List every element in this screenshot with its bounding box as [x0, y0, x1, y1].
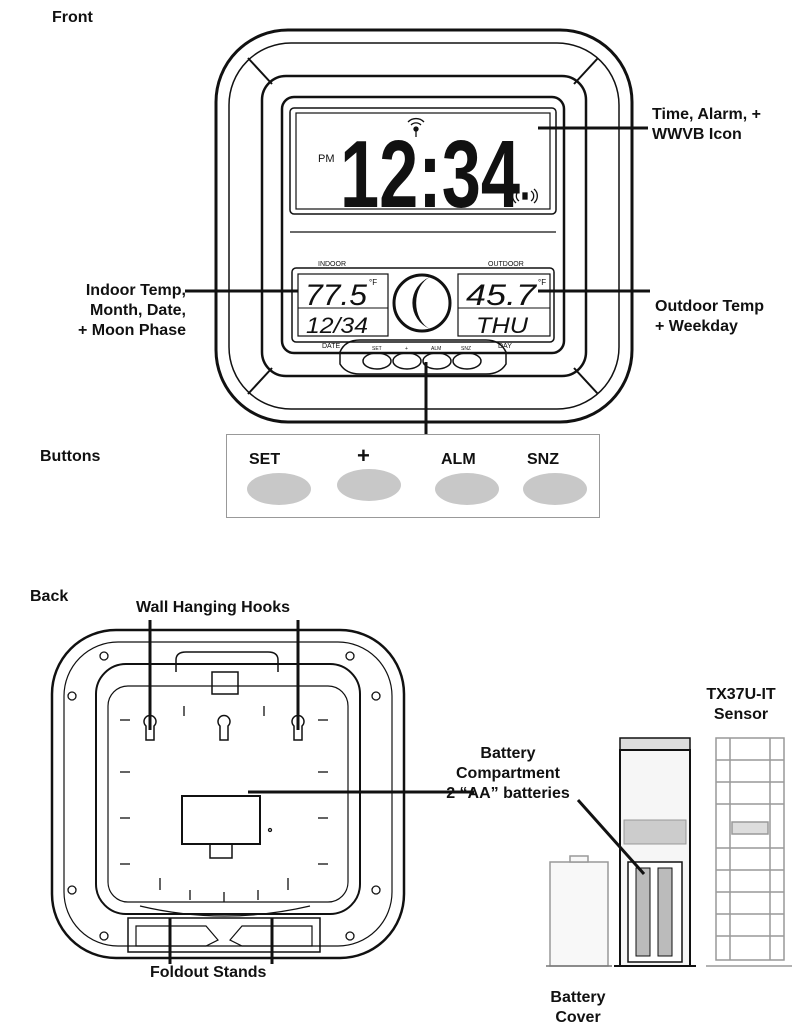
snz-button-label: SNZ — [527, 451, 559, 468]
set-button[interactable] — [247, 473, 311, 505]
callout-wall-hooks: Wall Hanging Hooks — [136, 599, 291, 616]
callout-battery-compartment: Battery Compartment 2 “AA” batteries — [446, 745, 570, 802]
callout-battery-cover: Battery Cover — [550, 989, 606, 1026]
mini-snz-label: SNZ — [461, 346, 471, 352]
callout-outdoor: Outdoor Temp + Weekday — [655, 298, 765, 335]
mini-plus-label: + — [405, 346, 408, 352]
back-leaders — [148, 620, 646, 964]
callout-foldout-stands: Foldout Stands — [150, 964, 267, 981]
date-display: 12/34 — [306, 313, 368, 338]
indoor-unit: °F — [369, 278, 377, 287]
indoor-temp: 77.5 — [305, 279, 367, 312]
back-screws — [67, 651, 381, 941]
plus-button-label: + — [357, 443, 370, 468]
sensor-back — [706, 737, 792, 967]
outdoor-label: OUTDOOR — [488, 261, 524, 268]
mini-set-label: SET — [372, 346, 382, 352]
callout-indoor: Indoor Temp, Month, Date, + Moon Phase — [77, 282, 186, 339]
button-panel: SET + ALM SNZ — [226, 434, 600, 518]
front-clock — [214, 28, 634, 424]
pm-indicator: PM — [318, 153, 335, 165]
moon-phase-icon — [392, 273, 452, 333]
weekday-display: THU — [476, 313, 528, 338]
outdoor-temp: 45.7 — [466, 279, 538, 312]
callout-time-alarm: Time, Alarm, + WWVB Icon — [652, 106, 761, 143]
indoor-label: INDOOR — [318, 261, 346, 268]
clock-time: 12:34 — [340, 121, 520, 228]
plus-button[interactable] — [337, 469, 401, 501]
wwvb-icon — [407, 117, 425, 137]
set-button-label: SET — [249, 451, 281, 468]
callout-sensor: TX37U-IT Sensor — [706, 686, 776, 723]
alm-button[interactable] — [435, 473, 499, 505]
day-label: DAY — [498, 343, 512, 350]
wall-hook-holes — [143, 714, 305, 741]
alarm-icon — [512, 188, 538, 204]
back-ticks — [120, 706, 328, 902]
outdoor-unit: °F — [538, 278, 546, 287]
back-clock — [50, 628, 406, 960]
front-leaders — [185, 126, 650, 440]
callout-buttons: Buttons — [40, 448, 101, 465]
front-title: Front — [52, 9, 93, 26]
battery-cover — [546, 855, 612, 967]
back-title: Back — [30, 588, 69, 605]
alm-button-label: ALM — [441, 451, 476, 468]
date-label: DATE — [322, 343, 340, 350]
mini-alm-label: ALM — [431, 346, 441, 352]
snz-button[interactable] — [523, 473, 587, 505]
